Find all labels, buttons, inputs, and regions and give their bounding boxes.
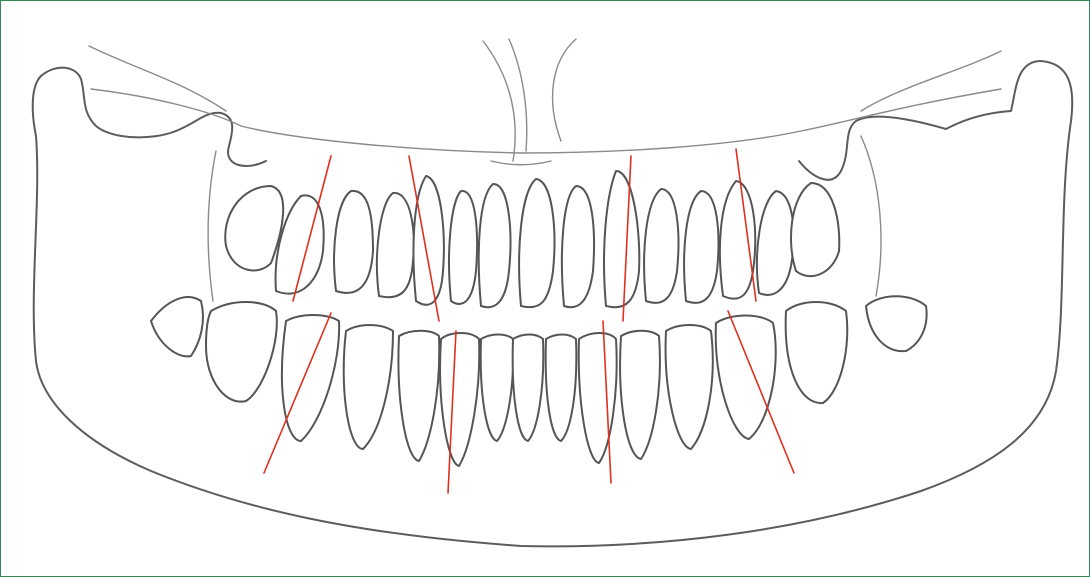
- tooth-upper-9: [562, 186, 594, 307]
- tooth-upper-13: [720, 181, 755, 299]
- tooth-lower-1: [151, 297, 203, 356]
- tooth-upper-3: [334, 191, 373, 293]
- tooth-lower-11: [620, 331, 660, 459]
- tooth-upper-7: [479, 184, 511, 307]
- tooth-upper-6: [449, 191, 477, 304]
- left-condyle: [41, 68, 176, 138]
- tooth-upper-8: [519, 179, 554, 307]
- lower-teeth: [151, 296, 927, 466]
- nasal-line-right: [553, 39, 576, 141]
- tooth-upper-10: [604, 171, 639, 307]
- tooth-lower-14: [786, 302, 848, 403]
- tooth-lower-8: [513, 335, 544, 442]
- tooth-lower-5: [398, 331, 439, 461]
- tooth-lower-6: [440, 333, 479, 466]
- upper-skull-line: [89, 46, 226, 111]
- tooth-lower-4: [344, 325, 393, 449]
- tooth-upper-4: [377, 193, 414, 297]
- left-ramus-inner: [208, 151, 216, 301]
- tooth-upper-5: [413, 176, 443, 305]
- tooth-lower-3: [282, 315, 339, 441]
- left-coronoid: [176, 113, 266, 166]
- anterior-nasal-spine: [491, 161, 551, 165]
- nasal-line-left: [483, 41, 515, 161]
- tooth-upper-14: [757, 191, 794, 295]
- tooth-upper-11: [644, 189, 678, 303]
- tooth-upper-12: [684, 191, 718, 303]
- tooth-lower-9: [546, 335, 577, 442]
- tooth-lower-12: [666, 325, 713, 449]
- tooth-upper-15: [791, 183, 839, 276]
- tooth-lower-15: [866, 296, 927, 351]
- right-ramus-inner: [861, 136, 881, 296]
- tooth-lower-2: [206, 302, 277, 402]
- nasal-line-mid: [509, 39, 527, 151]
- tooth-lower-10: [579, 333, 617, 463]
- tooth-lower-7: [481, 335, 514, 442]
- tooth-upper-1: [225, 186, 283, 270]
- tooth-lower-13: [716, 316, 776, 440]
